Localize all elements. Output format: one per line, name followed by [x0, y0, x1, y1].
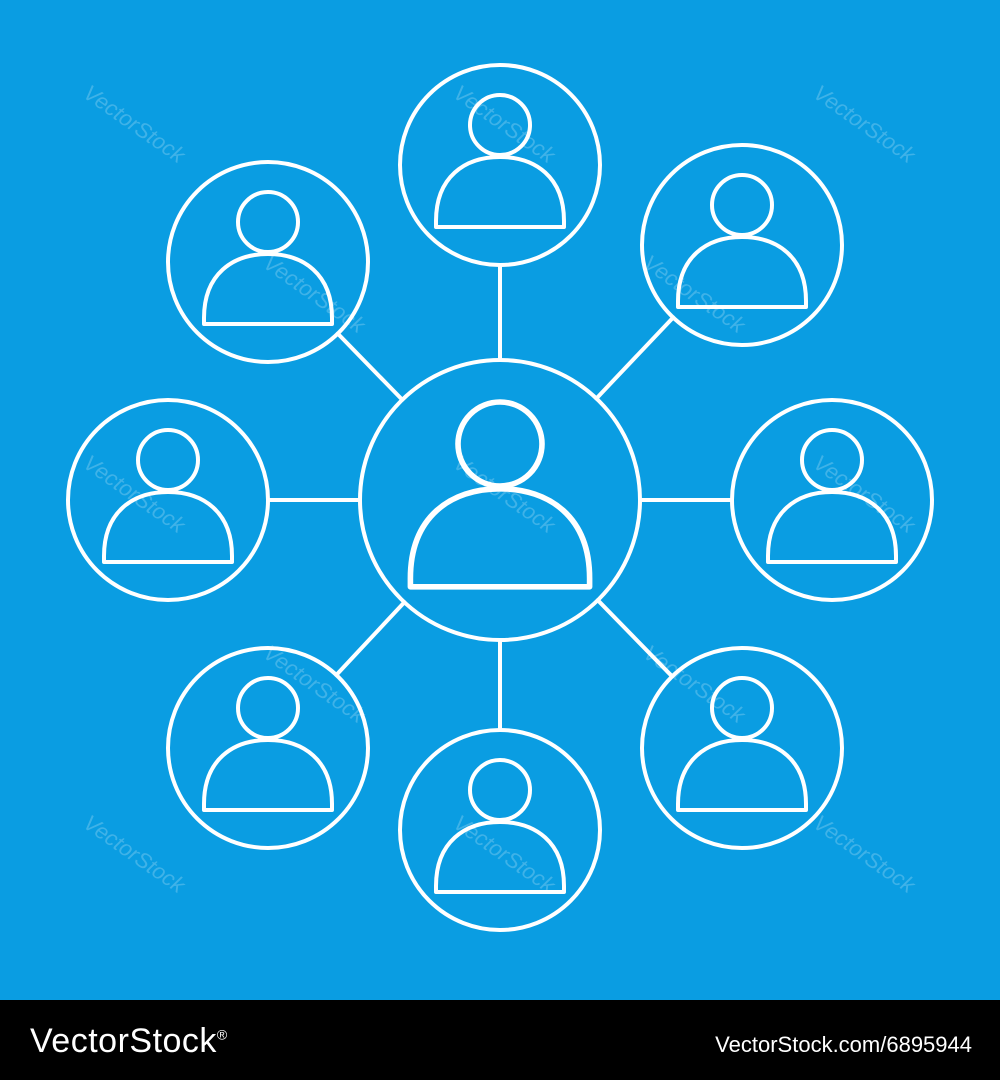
edge-center-bottom-left [334, 600, 407, 677]
diagram-background [0, 0, 1000, 1000]
node-left [66, 398, 270, 602]
person-icon [676, 173, 808, 309]
person-body [676, 235, 808, 309]
node-ring [166, 160, 370, 364]
node-ring [166, 646, 370, 850]
person-body [766, 490, 898, 564]
node-bottom-left [166, 646, 370, 850]
node-ring [398, 63, 602, 267]
node-ring [398, 728, 602, 932]
node-right [730, 398, 934, 602]
person-icon [102, 428, 234, 564]
person-icon [434, 93, 566, 229]
person-icon [766, 428, 898, 564]
person-body [676, 738, 808, 812]
node-top-right [640, 143, 844, 347]
footer-brand-mark: ® [216, 1026, 228, 1043]
person-icon [676, 676, 808, 812]
person-body [102, 490, 234, 564]
person-body [407, 486, 593, 590]
edge-center-bottom-right [595, 598, 675, 679]
node-top-left [166, 160, 370, 364]
node-bottom [398, 728, 602, 932]
person-body [434, 820, 566, 894]
node-center [358, 358, 642, 642]
node-ring [358, 358, 642, 642]
node-ring [66, 398, 270, 602]
node-ring [730, 398, 934, 602]
person-body [202, 252, 334, 326]
person-nodes [66, 63, 934, 932]
connection-lines [266, 263, 734, 732]
person-icon [202, 190, 334, 326]
edge-center-top-right [594, 315, 676, 401]
person-icon [407, 399, 593, 590]
person-icon [202, 676, 334, 812]
footer-bar: VectorStock® VectorStock.com/6895944 [0, 1000, 1000, 1080]
edge-center-top-left [335, 331, 405, 402]
person-icon [434, 758, 566, 894]
person-body [434, 155, 566, 229]
node-bottom-right [640, 646, 844, 850]
footer-logo: VectorStock® [30, 1022, 228, 1061]
node-top [398, 63, 602, 267]
footer-brand: VectorStock [30, 1022, 217, 1060]
person-body [202, 738, 334, 812]
node-ring [640, 646, 844, 850]
footer-url: VectorStock.com/6895944 [715, 1032, 972, 1057]
node-ring [640, 143, 844, 347]
